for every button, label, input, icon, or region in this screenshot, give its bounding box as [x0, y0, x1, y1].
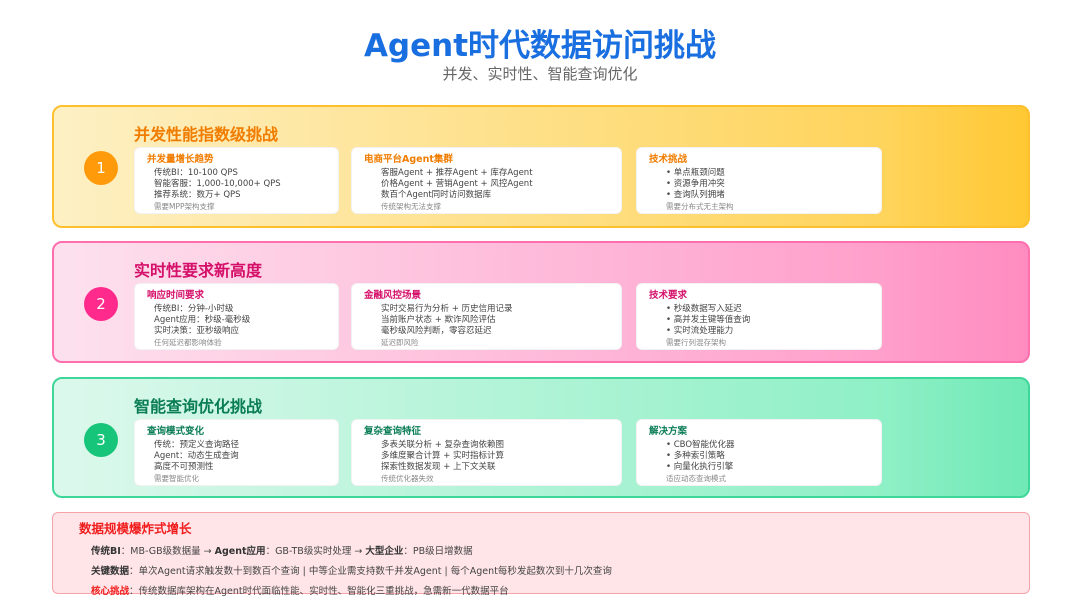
text-enterprise: ：PB级日增数据: [403, 546, 473, 557]
card-line: 向量化执行引擎: [649, 462, 869, 473]
card-line: 智能客服：1,000-10,000+ QPS: [154, 179, 281, 189]
card-line: CBO智能优化器: [649, 440, 869, 451]
section-title: 实时性要求新高度: [134, 261, 263, 280]
card-line: 多表关联分析 + 复杂查询依赖图: [381, 440, 505, 450]
label-traditional-bi: 传统BI: [91, 546, 121, 557]
core-challenge-row: 核心挑战：传统数据库架构在Agent时代面临性能、实时性、智能化三重挑战，急需新…: [79, 583, 1003, 597]
card-note: 适应动态查询模式: [666, 474, 726, 483]
card-title: 电商平台Agent集群: [364, 154, 453, 165]
core-challenge-text: ：传统数据库架构在Agent时代面临性能、实时性、智能化三重挑战，急需新一代数据…: [129, 586, 509, 597]
card-line: 单点瓶颈问题: [649, 168, 869, 179]
page-title: Agent时代数据访问挑战: [363, 28, 717, 64]
section-number-badge: 2: [84, 287, 118, 321]
card-line: 价格Agent + 营销Agent + 风控Agent: [381, 179, 533, 189]
label-enterprise: 大型企业: [365, 546, 404, 557]
card-line: 毫秒级风险判断，零容忍延迟: [381, 326, 492, 336]
key-data-row: 关键数据：单次Agent请求触发数十到数百个查询 | 中等企业需支持数千并发Ag…: [79, 563, 1003, 577]
card-line: 实时流处理能力: [649, 326, 869, 337]
card-note: 需要MPP架构支撑: [154, 202, 215, 211]
card-line: 数百个Agent同时访问数据库: [381, 190, 492, 200]
card-title: 技术要求: [649, 290, 688, 301]
card-title: 复杂查询特征: [364, 426, 422, 437]
card-line: 查询队列拥堵: [649, 190, 869, 201]
card-line: 当前账户状态 + 欺诈风险评估: [381, 315, 496, 325]
card-line: 传统：预定义查询路径: [154, 440, 240, 450]
card-note: 任何延迟都影响体验: [154, 338, 222, 347]
core-challenge-label: 核心挑战: [91, 586, 130, 597]
card-title: 解决方案: [649, 426, 688, 437]
card-title: 技术挑战: [649, 154, 688, 165]
card-note: 延迟即风险: [381, 338, 419, 347]
card-title: 金融风控场景: [364, 290, 422, 301]
data-scale-panel: 数据规模爆炸式增长 传统BI：MB-GB级数据量 → Agent应用：GB-TB…: [52, 512, 1030, 597]
card-line: 实时决策：亚秒级响应: [154, 326, 240, 336]
text-agent-app: ：GB-TB级实时处理 →: [265, 546, 366, 557]
card-line: Agent应用：秒级-毫秒级: [154, 315, 251, 325]
section-number-badge: 1: [84, 151, 118, 185]
key-data-text: ：单次Agent请求触发数十到数百个查询 | 中等企业需支持数千并发Agent …: [129, 566, 612, 577]
card-note: 传统架构无法支撑: [381, 202, 441, 211]
card-line: 多维度聚合计算 + 实时指标计算: [381, 451, 505, 461]
card-note: 需要行列混存架构: [666, 338, 726, 347]
card-title: 查询模式变化: [147, 426, 205, 437]
card-line: 推荐系统：数万+ QPS: [154, 190, 241, 200]
card-line: Agent：动态生成查询: [154, 451, 239, 461]
card-line: 资源争用冲突: [649, 179, 869, 190]
card-line: 高度不可预测性: [154, 462, 214, 472]
card-line: 实时交易行为分析 + 历史信用记录: [381, 304, 513, 314]
card-note: 传统优化器失效: [381, 474, 434, 483]
key-data-label: 关键数据: [91, 566, 130, 577]
card-note: 需要智能优化: [154, 474, 199, 483]
section-number-badge: 3: [84, 423, 118, 457]
section-title: 智能查询优化挑战: [134, 397, 263, 416]
card-title: 并发量增长趋势: [147, 154, 214, 165]
label-agent-app: Agent应用: [214, 546, 266, 557]
card-line: 客服Agent + 推荐Agent + 库存Agent: [381, 168, 533, 178]
page-subtitle: 并发、实时性、智能查询优化: [442, 65, 638, 83]
card-line: 高并发主键等值查询: [649, 315, 869, 326]
card-line: 传统BI：分钟-小时级: [154, 304, 234, 314]
data-scale-title: 数据规模爆炸式增长: [79, 521, 192, 536]
text-traditional-bi: ：MB-GB级数据量 →: [120, 546, 215, 557]
card-line: 传统BI：10-100 QPS: [154, 168, 238, 178]
challenge-card: 金融风控场景实时交易行为分析 + 历史信用记录当前账户状态 + 欺诈风险评估毫秒…: [351, 283, 622, 350]
card-line: 探索性数据发现 + 上下文关联: [381, 462, 496, 472]
scale-row: 传统BI：MB-GB级数据量 → Agent应用：GB-TB级实时处理 → 大型…: [79, 543, 1003, 557]
card-line: 多种索引策略: [649, 451, 869, 462]
challenge-card: 解决方案 CBO智能优化器多种索引策略向量化执行引擎适应动态查询模式: [636, 419, 882, 486]
section-title: 并发性能指数级挑战: [134, 125, 279, 144]
challenge-card: 技术要求秒级数据写入延迟高并发主键等值查询实时流处理能力需要行列混存架构: [636, 283, 882, 350]
card-title: 响应时间要求: [147, 290, 205, 301]
challenge-card: 技术挑战单点瓶颈问题资源争用冲突查询队列拥堵需要分布式无主架构: [636, 147, 882, 214]
card-note: 需要分布式无主架构: [666, 202, 734, 211]
card-line: 秒级数据写入延迟: [649, 304, 869, 315]
challenge-card: 复杂查询特征多表关联分析 + 复杂查询依赖图多维度聚合计算 + 实时指标计算探索…: [351, 419, 622, 486]
